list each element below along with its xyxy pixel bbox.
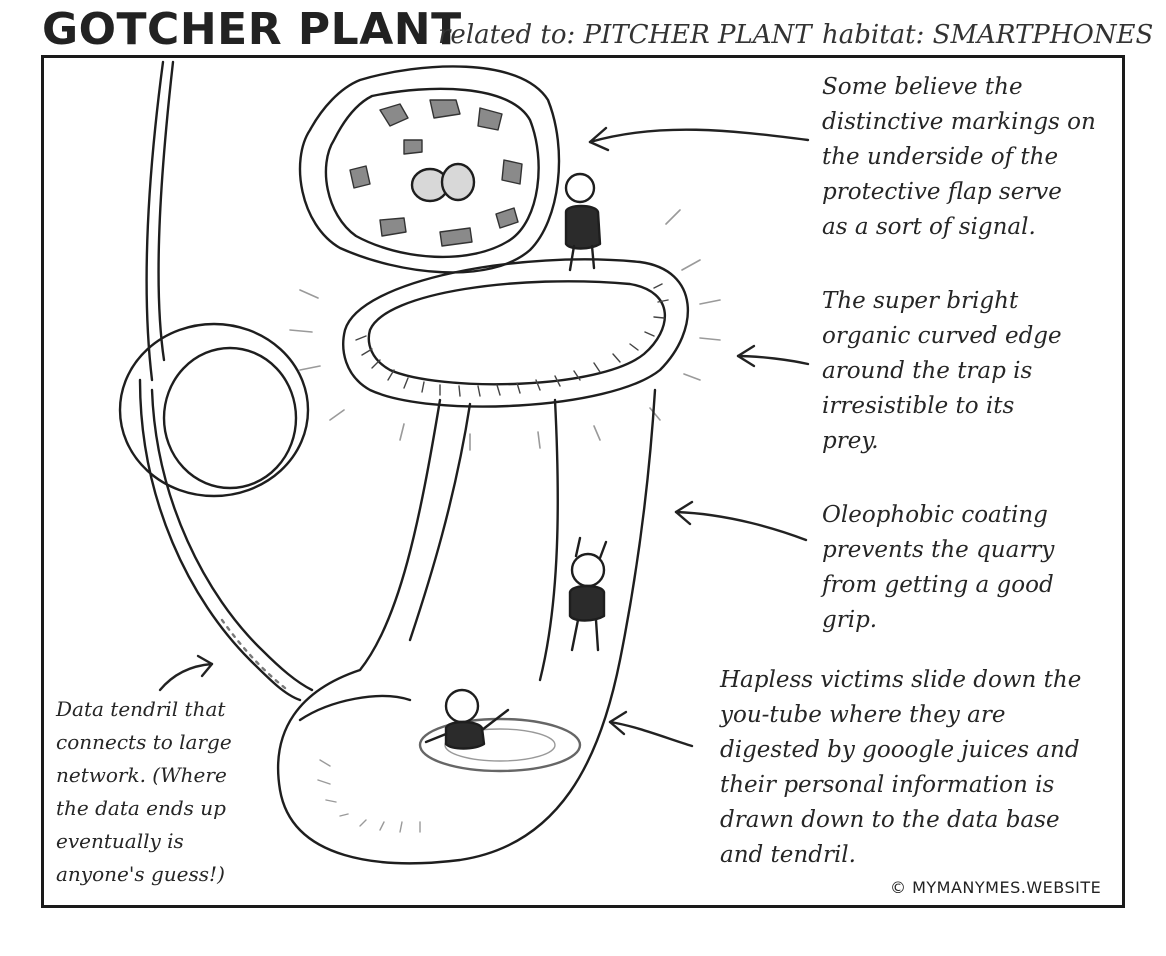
- tube-left-inner: [408, 402, 472, 642]
- victims-note: Hapless victims slide down the you-tube …: [720, 667, 1082, 868]
- trap-rim-inner: [367, 280, 666, 386]
- tendril-strand: [138, 378, 302, 702]
- flap-markings: [349, 99, 523, 247]
- figure-in-pool: [424, 688, 510, 750]
- oleophobic-coating-note: Oleophobic coating prevents the quarry f…: [822, 502, 1055, 633]
- figure-on-rim: [564, 172, 602, 272]
- trap-rim-outer: [342, 258, 690, 408]
- tendril-coil-inner: [162, 346, 298, 490]
- digestive-pool: [418, 717, 582, 773]
- tendril-coil-outer: [118, 322, 310, 498]
- curved-edge-note: The super bright organic curved edge aro…: [822, 288, 1062, 454]
- habitat-label: habitat: SMARTPHONES: [822, 20, 1154, 50]
- tube-right-inner: [538, 398, 559, 682]
- site-credit: © MYMANYMES.WEBSITE: [890, 878, 1102, 897]
- flap-markings-note: Some believe the distinctive markings on…: [822, 74, 1096, 240]
- vine-stem: [145, 60, 165, 382]
- vine-stem-inner: [157, 60, 175, 362]
- protective-flap-inner: [324, 87, 540, 259]
- title-row: GOTCHER PLANT related to: PITCHER PLANT …: [42, 4, 1153, 55]
- comic-title: GOTCHER PLANT: [42, 4, 462, 55]
- tube-left-wall: [276, 388, 657, 865]
- protective-flap-outer: [298, 65, 561, 274]
- tendril-strand-inner: [150, 388, 314, 692]
- data-tendril-note: Data tendril that connects to large netw…: [56, 697, 232, 886]
- related-to-label: related to: PITCHER PLANT: [438, 20, 812, 50]
- rim-teeth: [355, 283, 669, 397]
- figure-sliding: [568, 536, 608, 652]
- annotation-arrows: [158, 126, 810, 748]
- tube-base-curve: [298, 694, 412, 722]
- glow-rays: [289, 209, 721, 451]
